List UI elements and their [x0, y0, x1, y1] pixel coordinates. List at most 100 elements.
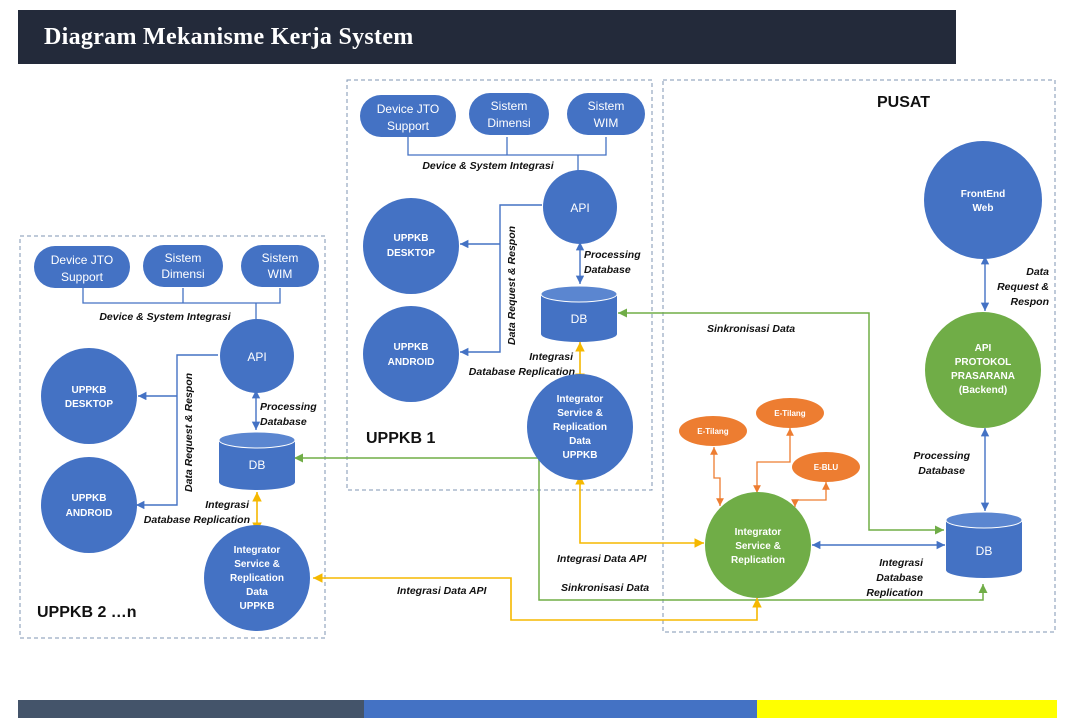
- uppkb1-integrator-node: Integrator Service & Replication Data UP…: [527, 374, 633, 480]
- pusat-label: PUSAT: [877, 94, 930, 111]
- svg-text:WIM: WIM: [594, 116, 619, 130]
- integrasi-api-label-2: Integrasi Data API: [397, 585, 488, 597]
- svg-text:Sistem: Sistem: [165, 251, 202, 265]
- uppkb1-sistem-dimensi-node: Sistem Dimensi: [469, 93, 549, 135]
- pusat-processing-label-2: Database: [918, 465, 965, 477]
- uppkb2-integrator-node: Integrator Service & Replication Data UP…: [204, 525, 310, 631]
- pusat-data-request-label-3: Respon: [1010, 296, 1049, 308]
- svg-text:UPPKB: UPPKB: [71, 493, 106, 504]
- e-blu-node: E-BLU: [792, 452, 860, 482]
- footer-bar-yellow: [757, 700, 1057, 718]
- uppkb1-processing-label-2: Database: [584, 264, 631, 276]
- uppkb2-db-node: DB: [218, 431, 296, 490]
- svg-text:Device JTO: Device JTO: [377, 102, 439, 116]
- pusat-processing-label-1: Processing: [913, 450, 970, 462]
- etilang2-arrow: [753, 428, 794, 493]
- footer-bar-gray: [18, 700, 364, 718]
- footer-bar-blue: [364, 700, 757, 718]
- uppkb1-integration-label: Device & System Integrasi: [422, 160, 554, 172]
- uppkb1-data-request-label: Data Request & Respon: [506, 226, 518, 345]
- svg-text:Web: Web: [973, 203, 994, 214]
- pusat-integrator-node: Integrator Service & Replication: [705, 492, 811, 598]
- uppkb1-android-node: UPPKB ANDROID: [363, 306, 459, 402]
- svg-text:E-BLU: E-BLU: [814, 463, 839, 472]
- uppkb1-desktop-node: UPPKB DESKTOP: [363, 198, 459, 294]
- svg-text:API: API: [975, 343, 992, 354]
- svg-text:Data: Data: [569, 436, 591, 447]
- svg-text:Sistem: Sistem: [491, 99, 528, 113]
- uppkb2-android-node: UPPKB ANDROID: [41, 457, 137, 553]
- svg-text:DESKTOP: DESKTOP: [387, 248, 435, 259]
- pusat-replication-label-1: Integrasi: [879, 557, 924, 569]
- svg-text:Data: Data: [246, 587, 268, 598]
- uppkb1-label: UPPKB 1: [366, 430, 435, 447]
- uppkb1-api-node: API: [543, 170, 617, 244]
- uppkb1-device-connector: [407, 137, 607, 156]
- uppkb2-label: UPPKB 2 …n: [37, 604, 137, 621]
- etilang1-arrow: [710, 447, 724, 506]
- svg-text:E-Tilang: E-Tilang: [774, 409, 806, 418]
- svg-text:E-Tilang: E-Tilang: [697, 427, 729, 436]
- eblu-arrow: [791, 482, 830, 507]
- svg-text:Integrator: Integrator: [735, 527, 782, 538]
- pusat-frontend-node: FrontEnd Web: [924, 141, 1042, 259]
- title-bar: Diagram Mekanisme Kerja System: [18, 10, 956, 64]
- svg-text:Integrator: Integrator: [557, 394, 604, 405]
- sinkronisasi-label-2: Sinkronisasi Data: [561, 582, 649, 594]
- svg-text:Replication: Replication: [731, 555, 785, 566]
- integrasi-api-uppkb1-line: [575, 475, 704, 548]
- pusat-replication-label-3: Replication: [866, 587, 923, 599]
- svg-text:PRASARANA: PRASARANA: [951, 371, 1015, 382]
- svg-text:DB: DB: [976, 544, 993, 558]
- uppkb2-processing-label-1: Processing: [260, 401, 317, 413]
- uppkb2-api-android-arrow: [136, 354, 218, 510]
- pusat-data-request-label-1: Data: [1026, 266, 1049, 278]
- uppkb1-replication-label-1: Integrasi: [529, 351, 574, 363]
- uppkb2-sistem-wim-node: Sistem WIM: [241, 245, 319, 287]
- pusat-data-request-label-2: Request &: [997, 281, 1049, 293]
- uppkb1-section-box: [346, 79, 653, 491]
- integrasi-api-label-1: Integrasi Data API: [557, 553, 648, 565]
- page-title: Diagram Mekanisme Kerja System: [44, 24, 414, 50]
- uppkb2-data-request-label: Data Request & Respon: [183, 373, 195, 492]
- svg-text:UPPKB: UPPKB: [239, 601, 274, 612]
- svg-text:Integrator: Integrator: [234, 545, 281, 556]
- svg-text:ANDROID: ANDROID: [66, 508, 113, 519]
- uppkb1-processing-label-1: Processing: [584, 249, 641, 261]
- svg-text:Sistem: Sistem: [588, 99, 625, 113]
- e-tilang-1-node: E-Tilang: [679, 416, 747, 446]
- uppkb1-api-android-arrow: [460, 204, 542, 357]
- uppkb2-desktop-node: UPPKB DESKTOP: [41, 348, 137, 444]
- svg-text:WIM: WIM: [268, 267, 293, 281]
- e-tilang-2-node: E-Tilang: [756, 398, 824, 428]
- svg-text:Device JTO: Device JTO: [51, 253, 113, 267]
- svg-text:Dimensi: Dimensi: [161, 267, 204, 281]
- pusat-api-protokol-node: API PROTOKOL PRASARANA (Backend): [925, 312, 1041, 428]
- svg-text:UPPKB: UPPKB: [393, 233, 428, 244]
- uppkb2-device-connector: [82, 288, 281, 304]
- uppkb2-replication-label-1: Integrasi: [205, 499, 250, 511]
- svg-text:UPPKB: UPPKB: [71, 385, 106, 396]
- uppkb2-device-jto-node: Device JTO Support: [34, 246, 130, 288]
- uppkb2-sistem-dimensi-node: Sistem Dimensi: [143, 245, 223, 287]
- uppkb1-device-jto-node: Device JTO Support: [360, 95, 456, 137]
- svg-text:FrontEnd: FrontEnd: [961, 189, 1005, 200]
- svg-text:API: API: [570, 201, 589, 215]
- svg-text:Support: Support: [387, 119, 430, 133]
- uppkb2-processing-label-2: Database: [260, 416, 307, 428]
- uppkb1-replication-label-2: Database Replication: [469, 366, 575, 378]
- svg-text:DESKTOP: DESKTOP: [65, 399, 113, 410]
- svg-text:Service &: Service &: [234, 559, 280, 570]
- sinkronisasi-uppkb1-line: [618, 308, 944, 535]
- sinkronisasi-label-1: Sinkronisasi Data: [707, 323, 795, 335]
- svg-text:API: API: [247, 350, 266, 364]
- svg-text:Service &: Service &: [735, 541, 781, 552]
- uppkb2-integration-label: Device & System Integrasi: [99, 311, 231, 323]
- svg-text:Sistem: Sistem: [262, 251, 299, 265]
- svg-text:Replication: Replication: [553, 422, 607, 433]
- pusat-replication-label-2: Database: [876, 572, 923, 584]
- svg-text:Replication: Replication: [230, 573, 284, 584]
- uppkb1-sistem-wim-node: Sistem WIM: [567, 93, 645, 135]
- svg-text:DB: DB: [249, 458, 266, 472]
- svg-text:Support: Support: [61, 270, 104, 284]
